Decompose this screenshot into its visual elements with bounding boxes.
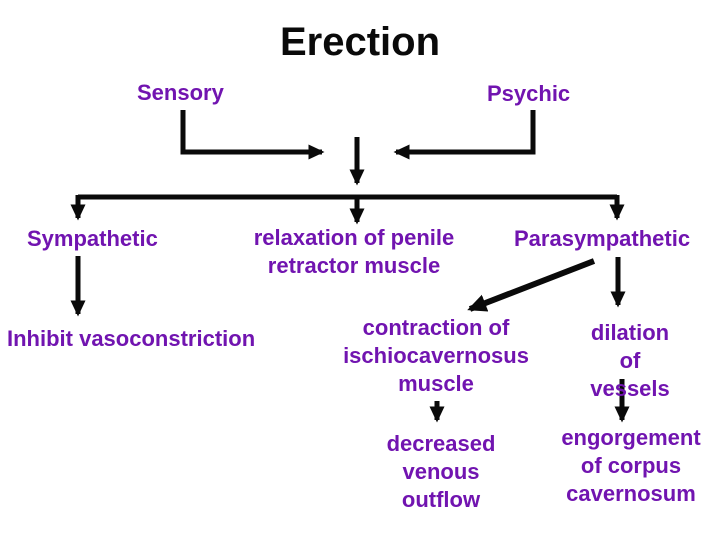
slide-title: Erection (279, 20, 441, 64)
node-sympathetic: Sympathetic (27, 226, 158, 251)
node-engorgement-corpus-cavernosum: engorgement of corpus cavernosum (561, 425, 701, 506)
node-inhibit-vasoconstriction: Inhibit vasoconstriction (7, 326, 256, 351)
node-relaxation-penile-retractor: relaxation of penile retractor muscle (253, 225, 455, 278)
edge-sensory-to-merge (180, 110, 325, 160)
node-psychic: Psychic (487, 81, 571, 106)
node-dilation-of-vessels: dilation of vessels (590, 320, 670, 401)
node-decreased-venous-outflow: decreased venous outflow (386, 431, 496, 512)
node-contraction-ischiocavernosus: contraction of ischiocavernosus muscle (343, 315, 529, 396)
node-sensory: Sensory (137, 80, 224, 105)
node-parasympathetic: Parasympathetic (514, 226, 691, 251)
edge-psychic-to-merge (393, 110, 536, 160)
edge-parasympathetic-to-contraction (467, 258, 596, 312)
